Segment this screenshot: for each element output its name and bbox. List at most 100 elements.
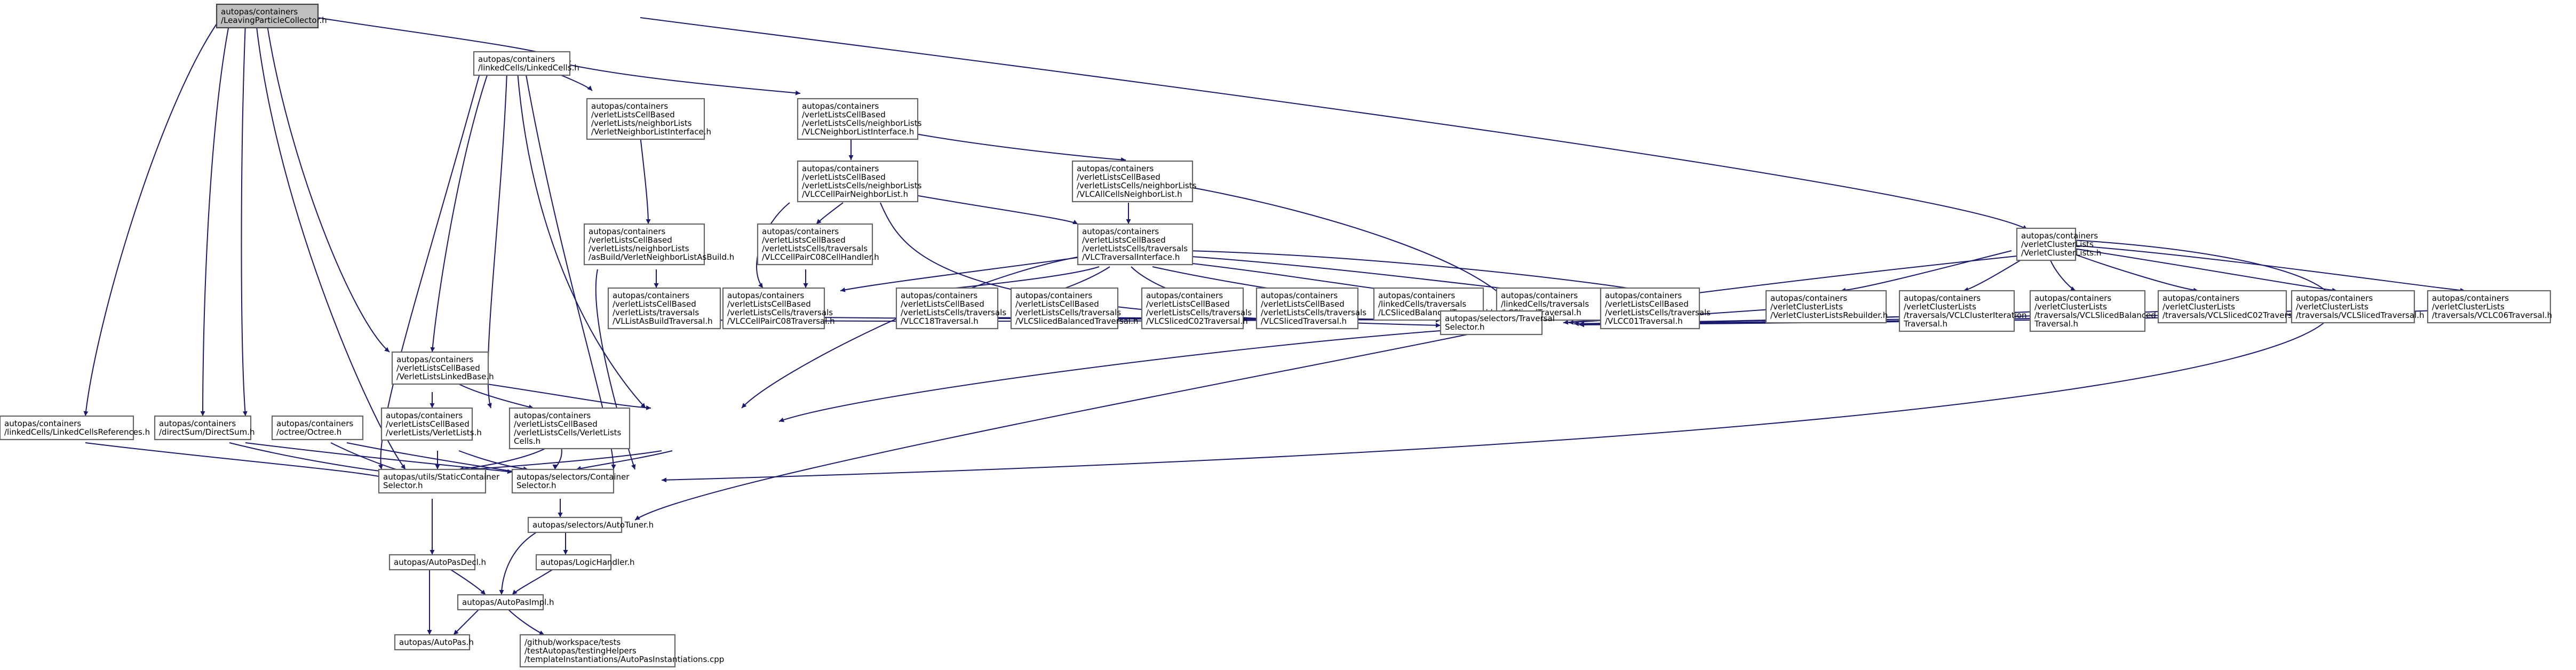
node-label-line: autopas/containers (613, 291, 689, 300)
node-label-line: /verletListsCellBased (591, 110, 675, 119)
node-box (2291, 290, 2415, 324)
graph-node-leaving[interactable]: autopas/containers/LeavingParticleCollec… (216, 3, 327, 29)
node-box (391, 351, 489, 385)
node-label-line: autopas/containers (2162, 293, 2239, 303)
graph-node-vclSlicedC02Traversal[interactable]: autopas/containers/verletClusterLists/tr… (2157, 290, 2307, 324)
edge (1840, 250, 2012, 293)
edge (85, 442, 385, 479)
node-label-line: /VerletListsLinkedBase.h (396, 372, 494, 381)
graph-node-verletNeighborListAsBuild[interactable]: autopas/containers/verletListsCellBased/… (583, 223, 734, 266)
graph-node-directSum[interactable]: autopas/containers/directSum/DirectSum.h (154, 415, 255, 441)
node-label-line: autopas/containers (1082, 227, 1159, 236)
graph-node-vclC06Traversal[interactable]: autopas/containers/verletClusterLists/tr… (2427, 290, 2552, 324)
node-box (1141, 287, 1244, 330)
edge (2072, 245, 2466, 293)
node-box (722, 287, 825, 330)
edge (741, 256, 1084, 409)
node-label-line: autopas/utils/StaticContainer (383, 472, 500, 482)
graph-node-instantiations[interactable]: /github/workspace/tests/testAutopas/test… (519, 634, 724, 668)
node-label-line: /verletListsCells/traversals (762, 244, 868, 253)
node-label-line: /verletListsCellBased (613, 299, 696, 309)
node-label-line: /VerletClusterLists.h (2021, 248, 2101, 258)
node-label-line: /verletClusterLists (1770, 302, 1843, 312)
edge (469, 450, 662, 472)
edge (1173, 261, 1393, 293)
edge (2048, 256, 2076, 291)
node-box (154, 415, 252, 441)
edge (885, 127, 1126, 162)
graph-node-vlcSlicedBalancedTraversal[interactable]: autopas/containers/verletListsCellBased/… (1010, 287, 1138, 330)
edge (661, 240, 2335, 483)
node-box (1898, 290, 2015, 332)
node-label-line: /traversals/VCLC06Traversal.h (2432, 310, 2552, 320)
node-label-line: autopas/containers (1378, 291, 1455, 300)
node-box (1255, 287, 1359, 330)
node-label-line: autopas/containers (1261, 291, 1338, 300)
node-box (378, 468, 487, 494)
node-label-line: autopas/containers (159, 419, 236, 428)
graph-node-linkedcells[interactable]: autopas/containers/linkedCells/LinkedCel… (473, 51, 579, 76)
graph-node-autoPasImpl[interactable]: autopas/AutoPasImpl.h (457, 594, 554, 611)
edge (469, 381, 651, 410)
edge (506, 608, 545, 635)
node-box (797, 160, 919, 203)
graph-node-vlcSlicedC02Traversal[interactable]: autopas/containers/verletListsCellBased/… (1141, 287, 1252, 330)
graph-node-verletClusterLists[interactable]: autopas/containers/verletClusterLists/Ve… (2016, 227, 2101, 261)
edge (640, 135, 651, 225)
graph-node-vlcSlicedTraversal[interactable]: autopas/containers/verletListsCellBased/… (1255, 287, 1366, 330)
graph-node-lcSlicedBalancedTraversal[interactable]: autopas/containers/linkedCells/traversal… (1373, 287, 1496, 321)
graph-node-vclSlicedTraversal[interactable]: autopas/containers/verletClusterLists/tr… (2291, 290, 2424, 324)
graph-node-linkedCellsReferences[interactable]: autopas/containers/linkedCells/LinkedCel… (0, 415, 150, 441)
node-label-line: /verletListsCells/traversals (1082, 244, 1188, 253)
node-label-line: Selector.h (516, 481, 556, 490)
node-label-line: autopas/LogicHandler.h (540, 557, 635, 567)
graph-node-octree[interactable]: autopas/containers/octree/Octree.h (271, 415, 364, 441)
node-label-line: /verletListsCellBased (396, 363, 480, 373)
node-label-line: /verletListsCells/neighborLists (802, 118, 922, 128)
node-label-line: /verletClusterLists (2432, 302, 2505, 312)
graph-node-vclClusterIterationTraversal[interactable]: autopas/containers/verletClusterLists/tr… (1898, 290, 2027, 332)
edge (634, 333, 1473, 521)
node-label-line: autopas/containers (276, 419, 353, 428)
graph-node-verletListsVerletLists[interactable]: autopas/containers/verletListsCellBased/… (508, 407, 631, 450)
node-label-line: /linkedCells/traversals (1501, 299, 1589, 309)
node-box (394, 634, 471, 651)
graph-node-verletClusterListsRebuilder[interactable]: autopas/containers/verletClusterLists/Ve… (1765, 290, 1888, 324)
graph-node-vlcAllCellsNeighborList[interactable]: autopas/containers/verletListsCellBased/… (1071, 160, 1197, 203)
node-label-line: /verletListsCellBased (589, 235, 672, 245)
node-label-line: /directSum/DirectSum.h (159, 427, 255, 437)
graph-node-vlcNeighborListInterface[interactable]: autopas/containers/verletListsCellBased/… (797, 98, 922, 140)
node-label-line: autopas/containers (396, 355, 473, 364)
graph-node-verletListsLinkedBase[interactable]: autopas/containers/verletListsCellBased/… (391, 351, 494, 385)
edge (346, 442, 518, 474)
node-box (511, 468, 615, 494)
graph-node-vlcC18Traversal[interactable]: autopas/containers/verletListsCellBased/… (895, 287, 1006, 330)
graph-node-verletLists[interactable]: autopas/containers/verletListsCellBased/… (380, 407, 482, 441)
graph-node-vlcCellPairNeighborList[interactable]: autopas/containers/verletListsCellBased/… (797, 160, 922, 203)
node-box (508, 407, 631, 450)
graph-node-autoPas[interactable]: autopas/AutoPas.h (394, 634, 474, 651)
graph-node-vlListAsBuildTraversal[interactable]: autopas/containers/verletListsCellBased/… (607, 287, 721, 330)
node-box (1765, 290, 1887, 324)
graph-node-vlcCellPairC08Traversal[interactable]: autopas/containers/verletListsCellBased/… (722, 287, 835, 330)
node-label-line: /verletListsCellBased (1077, 172, 1160, 182)
graph-node-vclSlicedBalancedTraversal[interactable]: autopas/containers/verletClusterLists/tr… (2029, 290, 2156, 332)
edge (928, 266, 1100, 293)
node-label-line: /linkedCells/LinkedCells.h (478, 63, 579, 73)
node-box (1071, 160, 1194, 203)
graph-node-autoPasDecl[interactable]: autopas/AutoPasDecl.h (388, 554, 486, 571)
edge (458, 384, 534, 410)
graph-node-autoTuner[interactable]: autopas/selectors/AutoTuner.h (527, 516, 654, 533)
node-box (0, 415, 134, 441)
node-label-line: autopas/containers (1077, 164, 1154, 173)
graph-node-vlcC01Traversal[interactable]: autopas/containers/verletListsCellBased/… (1600, 287, 1711, 330)
graph-node-logicHandler[interactable]: autopas/LogicHandler.h (535, 554, 635, 571)
graph-node-vlcCellPairC08CellHandler[interactable]: autopas/containers/verletListsCellBased/… (757, 223, 879, 266)
node-label-line: autopas/containers (386, 411, 463, 420)
graph-node-verletNeighborListInterface[interactable]: autopas/containers/verletListsCellBased/… (586, 98, 711, 140)
node-label-line: /verletListsCells/traversals (1015, 308, 1121, 317)
graph-node-vlcTraversalInterface[interactable]: autopas/containers/verletListsCellBased/… (1077, 223, 1194, 266)
